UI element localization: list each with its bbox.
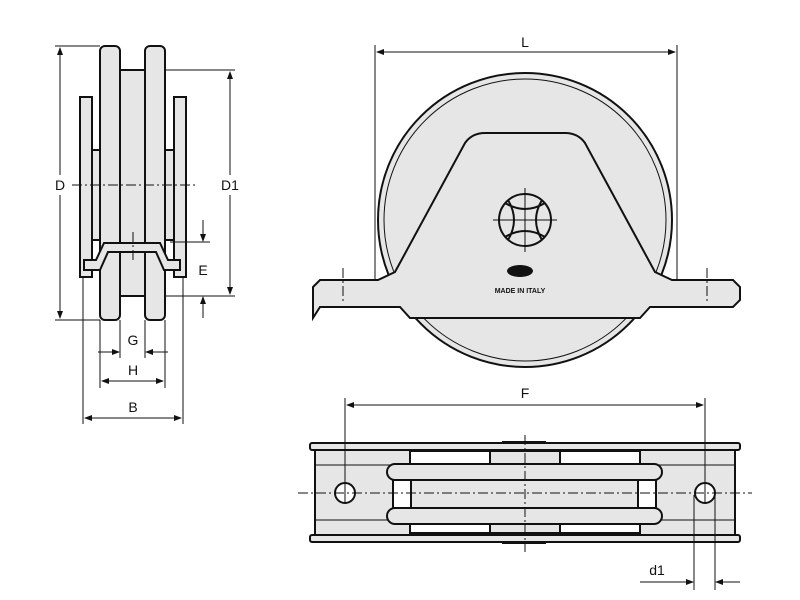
side-view: D D1 E G H B	[55, 45, 239, 424]
front-view: MADE IN ITALY L	[312, 34, 741, 368]
dim-d1: d1	[649, 562, 665, 578]
dim-D: D	[55, 177, 65, 193]
dim-B: B	[128, 399, 137, 415]
right-flange	[144, 45, 166, 321]
dim-G: G	[128, 332, 139, 348]
left-flange	[99, 45, 121, 321]
wheel-hub	[119, 69, 146, 297]
dim-H: H	[128, 362, 138, 378]
dim-D1: D1	[221, 177, 239, 193]
dim-F: F	[521, 385, 530, 401]
u-bracket	[83, 242, 181, 271]
bracket	[312, 132, 741, 322]
dim-L: L	[521, 34, 529, 50]
left-bracket-plate	[79, 96, 93, 278]
brand-logo	[507, 265, 533, 277]
bottom-view: F d1	[298, 385, 752, 590]
dim-E: E	[198, 262, 207, 278]
right-bracket-plate	[173, 96, 187, 278]
made-in-italy-mark: MADE IN ITALY	[495, 288, 546, 295]
